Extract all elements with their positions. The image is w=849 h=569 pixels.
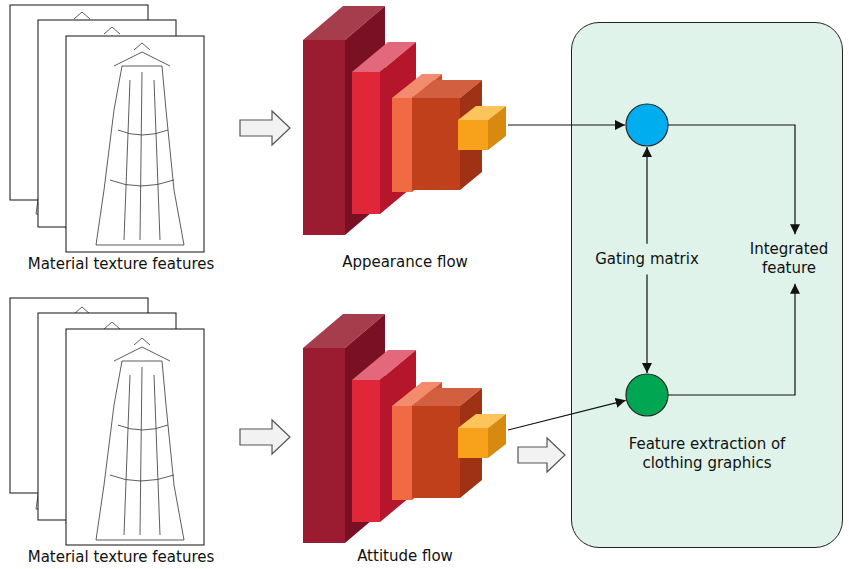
block-front xyxy=(412,98,460,190)
page-sheet xyxy=(38,20,176,227)
block-top xyxy=(392,382,442,406)
garment-sketch xyxy=(36,12,124,214)
sketch-page xyxy=(66,36,204,252)
node-label: Gating matrix xyxy=(589,250,705,269)
block-top xyxy=(352,42,416,72)
cnn-blocks xyxy=(303,6,506,235)
appearance-link xyxy=(508,124,625,125)
page-sheet xyxy=(66,329,204,545)
cnn-blocks xyxy=(303,314,506,543)
gating-link xyxy=(646,274,647,373)
block-top xyxy=(392,74,442,98)
sketch-page xyxy=(38,20,176,229)
sketch-page xyxy=(66,329,204,545)
block-side xyxy=(488,106,506,150)
block-front xyxy=(412,406,460,498)
node-label: Attitude flow xyxy=(357,547,453,566)
labelled-figure: Attitude flow xyxy=(296,308,514,566)
fusion-link xyxy=(668,284,795,395)
flow-arrow xyxy=(518,438,565,472)
sketch-page xyxy=(38,313,176,524)
garment-sketch xyxy=(66,27,154,229)
block-front xyxy=(458,120,488,150)
block-side xyxy=(460,388,482,498)
block-front xyxy=(392,406,412,500)
labelled-figure: Appearance flow xyxy=(296,0,514,272)
block-top xyxy=(352,350,416,380)
sketch-stack xyxy=(10,5,204,252)
node-label: Material texture features xyxy=(28,548,215,567)
block-top xyxy=(458,106,506,120)
block-top xyxy=(458,414,506,428)
attitude-link xyxy=(508,400,626,430)
garment-sketch xyxy=(96,338,184,540)
attitude-gate xyxy=(626,374,668,416)
module-panel: Feature extraction of clothing graphics G… xyxy=(571,22,843,548)
block-side xyxy=(380,350,416,522)
flow-arrow xyxy=(240,111,290,145)
appearance-gate xyxy=(626,104,668,146)
block-side xyxy=(345,314,385,543)
page-sheet xyxy=(10,5,148,200)
block-front xyxy=(303,348,345,543)
block-top xyxy=(303,314,385,348)
text-node: Integrated feature xyxy=(731,240,847,278)
garment-sketch xyxy=(36,307,124,509)
flow-arrow xyxy=(240,420,290,454)
page-sheet xyxy=(38,313,176,520)
page-sheet xyxy=(10,298,148,493)
sketch-page xyxy=(10,5,148,214)
block-top xyxy=(412,80,482,98)
gating-link xyxy=(646,147,647,244)
block-side xyxy=(345,6,385,235)
garment-sketch xyxy=(66,322,154,524)
sketch-page xyxy=(10,298,148,509)
block-side xyxy=(412,382,442,500)
labelled-figure: Material texture features xyxy=(6,293,236,567)
block-top xyxy=(412,388,482,406)
node-label: Material texture features xyxy=(28,255,215,274)
block-side xyxy=(380,42,416,214)
block-front xyxy=(458,428,488,458)
block-front xyxy=(352,72,380,214)
sketch-stack xyxy=(10,298,204,545)
page-sheet xyxy=(66,36,204,252)
node-label: Appearance flow xyxy=(342,253,468,272)
text-node: Gating matrix xyxy=(589,250,705,269)
fusion-link xyxy=(668,125,795,234)
node-label: Feature extraction of clothing graphics xyxy=(612,435,802,473)
block-side xyxy=(460,80,482,190)
garment-sketch xyxy=(96,43,184,245)
block-side xyxy=(488,414,506,458)
node-label: Integrated feature xyxy=(731,240,847,278)
block-front xyxy=(303,40,345,235)
labelled-figure: Material texture features xyxy=(6,0,236,274)
block-front xyxy=(392,98,412,192)
block-side xyxy=(412,74,442,192)
block-top xyxy=(303,6,385,40)
block-front xyxy=(352,380,380,522)
